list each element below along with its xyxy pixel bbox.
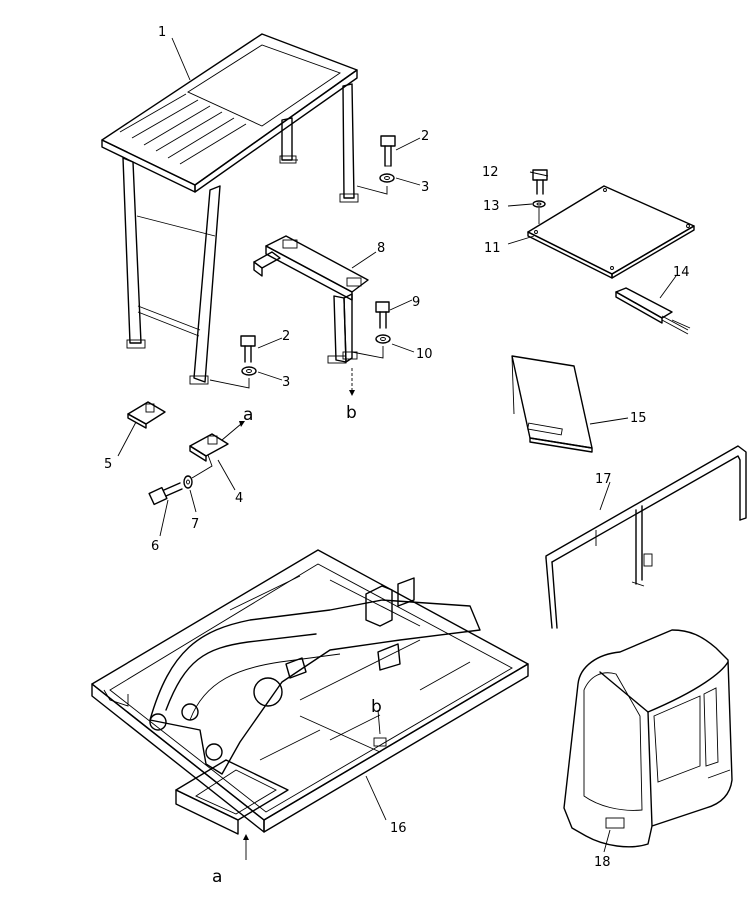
leader-lines bbox=[117, 37, 677, 853]
part-9-bolt bbox=[375, 301, 390, 329]
part-15-cover-plate bbox=[511, 355, 593, 453]
callout-18: 18 bbox=[594, 855, 611, 870]
callout-8: 8 bbox=[377, 241, 385, 256]
callout-10: 10 bbox=[416, 347, 433, 362]
callout-5: 5 bbox=[104, 457, 112, 472]
part-2-bolt-upper bbox=[380, 135, 396, 167]
callout-12: 12 bbox=[482, 165, 499, 180]
reference-letter-a: a bbox=[212, 867, 222, 887]
part-13-washer bbox=[532, 200, 546, 224]
part-11-floor-plate bbox=[527, 185, 695, 279]
part-16-revolving-frame bbox=[91, 549, 529, 860]
part-10-washer bbox=[351, 334, 391, 359]
reference-letter-b: b bbox=[346, 403, 357, 423]
reference-letters: a b b a bbox=[212, 403, 382, 887]
part-3-washer-lower bbox=[209, 366, 257, 389]
part-4-bracket bbox=[189, 421, 245, 462]
callout-15: 15 bbox=[630, 411, 647, 426]
callout-4: 4 bbox=[235, 491, 243, 506]
reference-letter-a: a bbox=[243, 405, 253, 425]
callout-7: 7 bbox=[191, 517, 199, 532]
part-2-bolt-lower bbox=[240, 335, 256, 363]
part-8-support-frame bbox=[253, 235, 369, 396]
callout-3: 3 bbox=[282, 375, 290, 390]
part-14-handle bbox=[615, 287, 691, 335]
part-6-bolt bbox=[148, 482, 183, 506]
callout-2: 2 bbox=[282, 329, 290, 344]
callout-2: 2 bbox=[421, 129, 429, 144]
callout-16: 16 bbox=[390, 821, 407, 836]
callout-17: 17 bbox=[595, 472, 612, 487]
part-12-bolt bbox=[532, 169, 548, 195]
part-1-step-stand bbox=[101, 33, 359, 385]
callout-14: 14 bbox=[673, 265, 690, 280]
callout-1: 1 bbox=[158, 25, 166, 40]
part-5-bracket bbox=[127, 401, 166, 429]
callout-11: 11 bbox=[484, 241, 501, 256]
part-7-washer bbox=[183, 454, 213, 489]
reference-letter-b: b bbox=[371, 697, 382, 717]
part-17-frame-rail bbox=[545, 445, 747, 629]
part-18-cab bbox=[563, 629, 733, 848]
part-3-washer-upper bbox=[356, 173, 395, 195]
callout-3: 3 bbox=[421, 180, 429, 195]
callout-6: 6 bbox=[151, 539, 159, 554]
callout-13: 13 bbox=[483, 199, 500, 214]
callout-9: 9 bbox=[412, 295, 420, 310]
